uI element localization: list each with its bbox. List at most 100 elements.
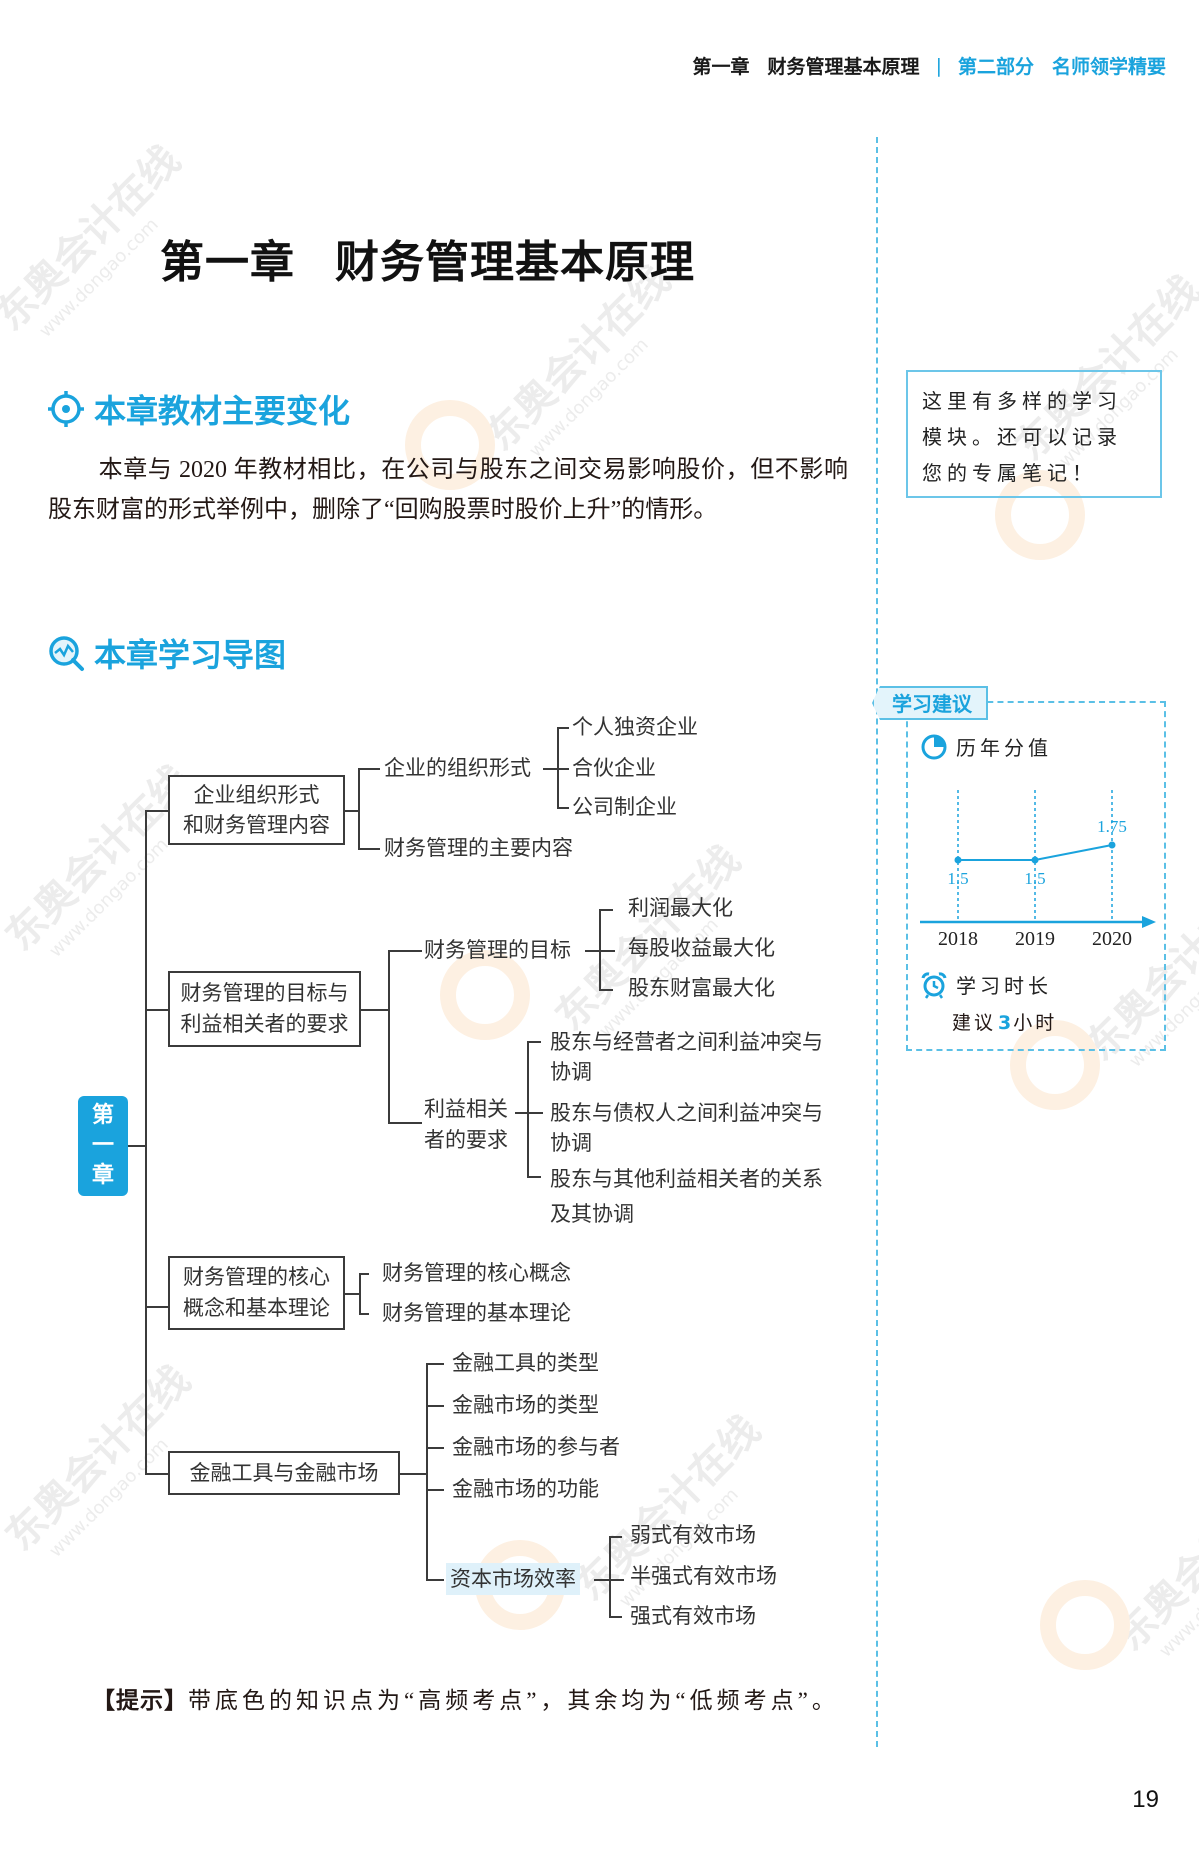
connector	[426, 1405, 444, 1407]
leaf-semi-strong-form: 半强式有效市场	[630, 1564, 777, 1588]
tip-text: 带底色的知识点为“高频考点”，其余均为“低频考点”。	[188, 1688, 839, 1713]
leaf-market-functions: 金融市场的功能	[452, 1477, 599, 1501]
connector	[359, 1273, 369, 1275]
running-header: 第一章 财务管理基本原理 | 第二部分 名师领学精要	[693, 52, 1166, 79]
connector	[599, 989, 613, 991]
study-advice-tab: 学习建议	[872, 686, 988, 720]
leaf-profit-max: 利润最大化	[628, 896, 733, 920]
connector	[358, 848, 380, 850]
leaf-market-participants: 金融市场的参与者	[452, 1435, 620, 1459]
connector	[145, 1306, 169, 1308]
leaf-core-concepts: 财务管理的核心概念	[382, 1261, 571, 1285]
connector	[515, 1112, 543, 1114]
svg-text:1.5: 1.5	[947, 869, 968, 888]
connector	[426, 1579, 444, 1581]
tip-paragraph: 【提示】带底色的知识点为“高频考点”，其余均为“低频考点”。	[48, 1680, 848, 1722]
header-chapter: 第一章	[692, 56, 750, 78]
connector	[345, 1293, 361, 1295]
leaf-shareholder-wealth-max: 股东财富最大化	[628, 976, 775, 1000]
connector	[609, 1616, 622, 1618]
branch-box-core-concepts: 财务管理的核心概念和基本理论	[168, 1256, 345, 1330]
connector	[358, 768, 380, 770]
connector	[145, 1009, 169, 1011]
magnifier-chart-icon	[49, 636, 84, 671]
leaf-partnership: 合伙企业	[572, 756, 656, 780]
node-capital-market-efficiency: 资本市场效率	[446, 1563, 580, 1595]
connector	[557, 768, 569, 770]
tip-label: 【提示】	[92, 1688, 188, 1714]
svg-text:2019: 2019	[1015, 928, 1055, 950]
chapter-number: 第一章	[160, 237, 295, 288]
connector	[388, 1122, 422, 1124]
connector	[543, 768, 559, 770]
leaf-corporation: 公司制企业	[572, 795, 677, 819]
connector	[609, 1536, 622, 1538]
suggest-suffix: 小时	[1013, 1013, 1058, 1034]
connector	[609, 1536, 611, 1618]
connector	[345, 810, 359, 812]
watermark-logo-icon	[1040, 1580, 1130, 1670]
connector	[527, 1041, 541, 1043]
note-box: 这里有多样的学习模块。还可以记录您的专属笔记！	[906, 370, 1162, 498]
connector	[599, 909, 613, 911]
connector	[358, 768, 360, 850]
alarm-clock-icon	[921, 971, 947, 999]
section-heading-map: 本章学习导图	[46, 630, 286, 676]
node-org-forms: 企业的组织形式	[384, 756, 531, 780]
section-heading-text: 本章教材主要变化	[94, 392, 351, 430]
connector	[527, 1176, 541, 1178]
branch-box-financial-markets: 金融工具与金融市场	[168, 1451, 400, 1495]
data-point	[1031, 856, 1039, 864]
connector	[557, 807, 569, 809]
connector	[388, 950, 422, 952]
changes-paragraph-text: 本章与 2020 年教材相比，在公司与股东之间交易影响股价，但不影响股东财富的形…	[48, 457, 848, 523]
svg-text:1.5: 1.5	[1024, 869, 1045, 888]
data-point	[954, 856, 962, 864]
score-label-text: 历年分值	[956, 738, 1052, 760]
leaf-shareholder-manager-conflict: 股东与经营者之间利益冲突与协调	[550, 1030, 823, 1084]
leaf-shareholder-creditor-conflict: 股东与债权人之间利益冲突与协调	[550, 1101, 823, 1155]
connector	[426, 1363, 428, 1581]
connector	[400, 1473, 428, 1475]
header-part: 第二部分	[957, 56, 1034, 78]
leaf-eps-max: 每股收益最大化	[628, 936, 775, 960]
connector	[361, 1009, 389, 1011]
connector	[426, 1363, 444, 1365]
branch-box-org-forms: 企业组织形式和财务管理内容	[168, 775, 345, 845]
section-heading-text: 本章学习导图	[94, 636, 287, 674]
suggest-prefix: 建议	[952, 1013, 997, 1034]
page-number: 19	[1132, 1786, 1159, 1813]
connector	[128, 1145, 146, 1147]
connector	[599, 909, 601, 991]
connector	[359, 1273, 361, 1315]
sidebar-divider	[876, 137, 878, 1747]
connector	[388, 950, 390, 1124]
score-line-chart: 1.5 1.5 1.75 2018 2019 2020	[920, 790, 1156, 950]
node-fm-goals: 财务管理的目标	[424, 938, 571, 962]
connector	[557, 727, 569, 729]
chapter-title: 第一章财务管理基本原理	[160, 226, 695, 290]
branch-box-goals: 财务管理的目标与利益相关者的要求	[168, 971, 361, 1047]
suggest-hours-value: 3	[998, 1012, 1012, 1034]
connector	[145, 810, 169, 812]
node-main-content: 财务管理的主要内容	[384, 836, 573, 860]
study-time-label: 学习时长	[920, 970, 1052, 999]
header-separator: |	[935, 54, 942, 77]
connector	[426, 1447, 444, 1449]
connector	[359, 1313, 369, 1315]
leaf-sole-proprietorship: 个人独资企业	[572, 715, 698, 739]
study-advice-panel	[906, 701, 1166, 1051]
connector	[145, 810, 147, 1475]
header-part-name: 名师领学精要	[1051, 56, 1166, 78]
target-icon	[48, 391, 84, 427]
changes-paragraph: 本章与 2020 年教材相比，在公司与股东之间交易影响股价，但不影响股东财富的形…	[48, 450, 848, 530]
connector	[426, 1489, 444, 1491]
leaf-other-stakeholders: 股东与其他利益相关者的关系及其协调	[550, 1167, 823, 1226]
svg-text:1.75: 1.75	[1097, 817, 1127, 836]
section-heading-changes: 本章教材主要变化	[46, 386, 350, 432]
chapter-root-badge: 第一章	[78, 1096, 128, 1196]
score-history-label: 历年分值	[920, 732, 1052, 761]
header-chapter-name: 财务管理基本原理	[767, 56, 920, 78]
